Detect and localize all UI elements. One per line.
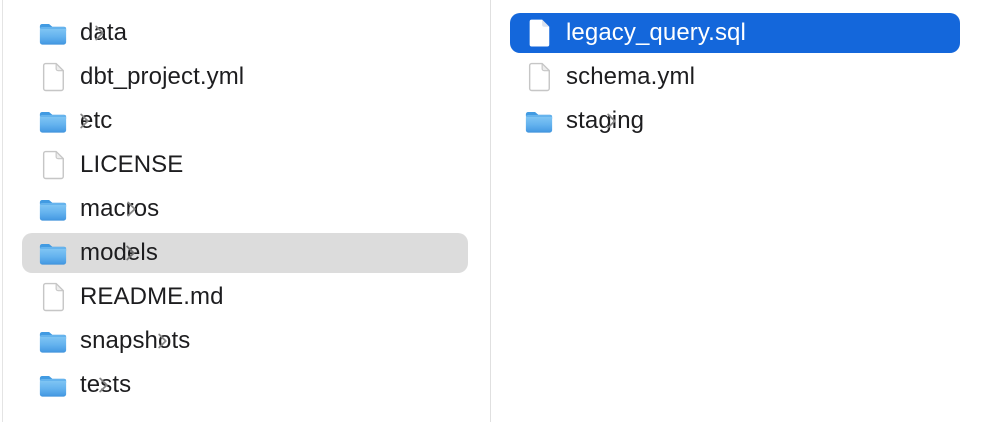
window-edge-divider: [2, 0, 3, 422]
document-icon: [38, 282, 68, 312]
item-label: macros: [80, 195, 160, 222]
chevron-right-icon: [126, 200, 137, 218]
list-item-license[interactable]: LICENSE: [0, 143, 490, 187]
folder-icon: [38, 194, 68, 224]
document-icon: [524, 18, 554, 48]
item-label: models: [80, 239, 158, 266]
list-item-readme-md[interactable]: README.md: [0, 275, 490, 319]
folder-icon: [38, 370, 68, 400]
folder-icon: [38, 238, 68, 268]
item-label: staging: [566, 107, 645, 134]
item-label: legacy_query.sql: [566, 19, 746, 46]
item-label: etc: [80, 107, 113, 134]
finder-column-right: legacy_query.sql schema.yml staging: [491, 0, 984, 422]
finder-column-left: data dbt_project.yml etc LICENSE macros …: [0, 0, 491, 422]
chevron-right-icon: [125, 244, 136, 262]
list-item-macros[interactable]: macros: [0, 187, 490, 231]
list-item-models-selected[interactable]: models: [0, 231, 490, 275]
folder-icon: [524, 106, 554, 136]
list-item-snapshots[interactable]: snapshots: [0, 319, 490, 363]
list-item-tests[interactable]: tests: [0, 363, 490, 407]
chevron-right-icon: [79, 112, 90, 130]
chevron-right-icon: [606, 112, 617, 130]
list-item-etc[interactable]: etc: [0, 99, 490, 143]
selection-highlight-blue: [510, 13, 960, 53]
item-label: LICENSE: [80, 151, 184, 178]
document-icon: [524, 62, 554, 92]
list-item-dbt-project-yml[interactable]: dbt_project.yml: [0, 55, 490, 99]
selection-highlight-gray: [22, 233, 468, 273]
folder-icon: [38, 18, 68, 48]
item-label: snapshots: [80, 327, 191, 354]
chevron-right-icon: [98, 376, 109, 394]
chevron-right-icon: [94, 24, 105, 42]
list-item-schema-yml[interactable]: schema.yml: [491, 55, 984, 99]
item-label: dbt_project.yml: [80, 63, 245, 90]
list-item-staging[interactable]: staging: [491, 99, 984, 143]
item-label: schema.yml: [566, 63, 696, 90]
document-icon: [38, 150, 68, 180]
document-icon: [38, 62, 68, 92]
folder-icon: [38, 106, 68, 136]
chevron-right-icon: [157, 332, 168, 350]
folder-icon: [38, 326, 68, 356]
list-item-data[interactable]: data: [0, 11, 490, 55]
item-label: README.md: [80, 283, 224, 310]
list-item-legacy-query-sql-selected[interactable]: legacy_query.sql: [491, 11, 984, 55]
